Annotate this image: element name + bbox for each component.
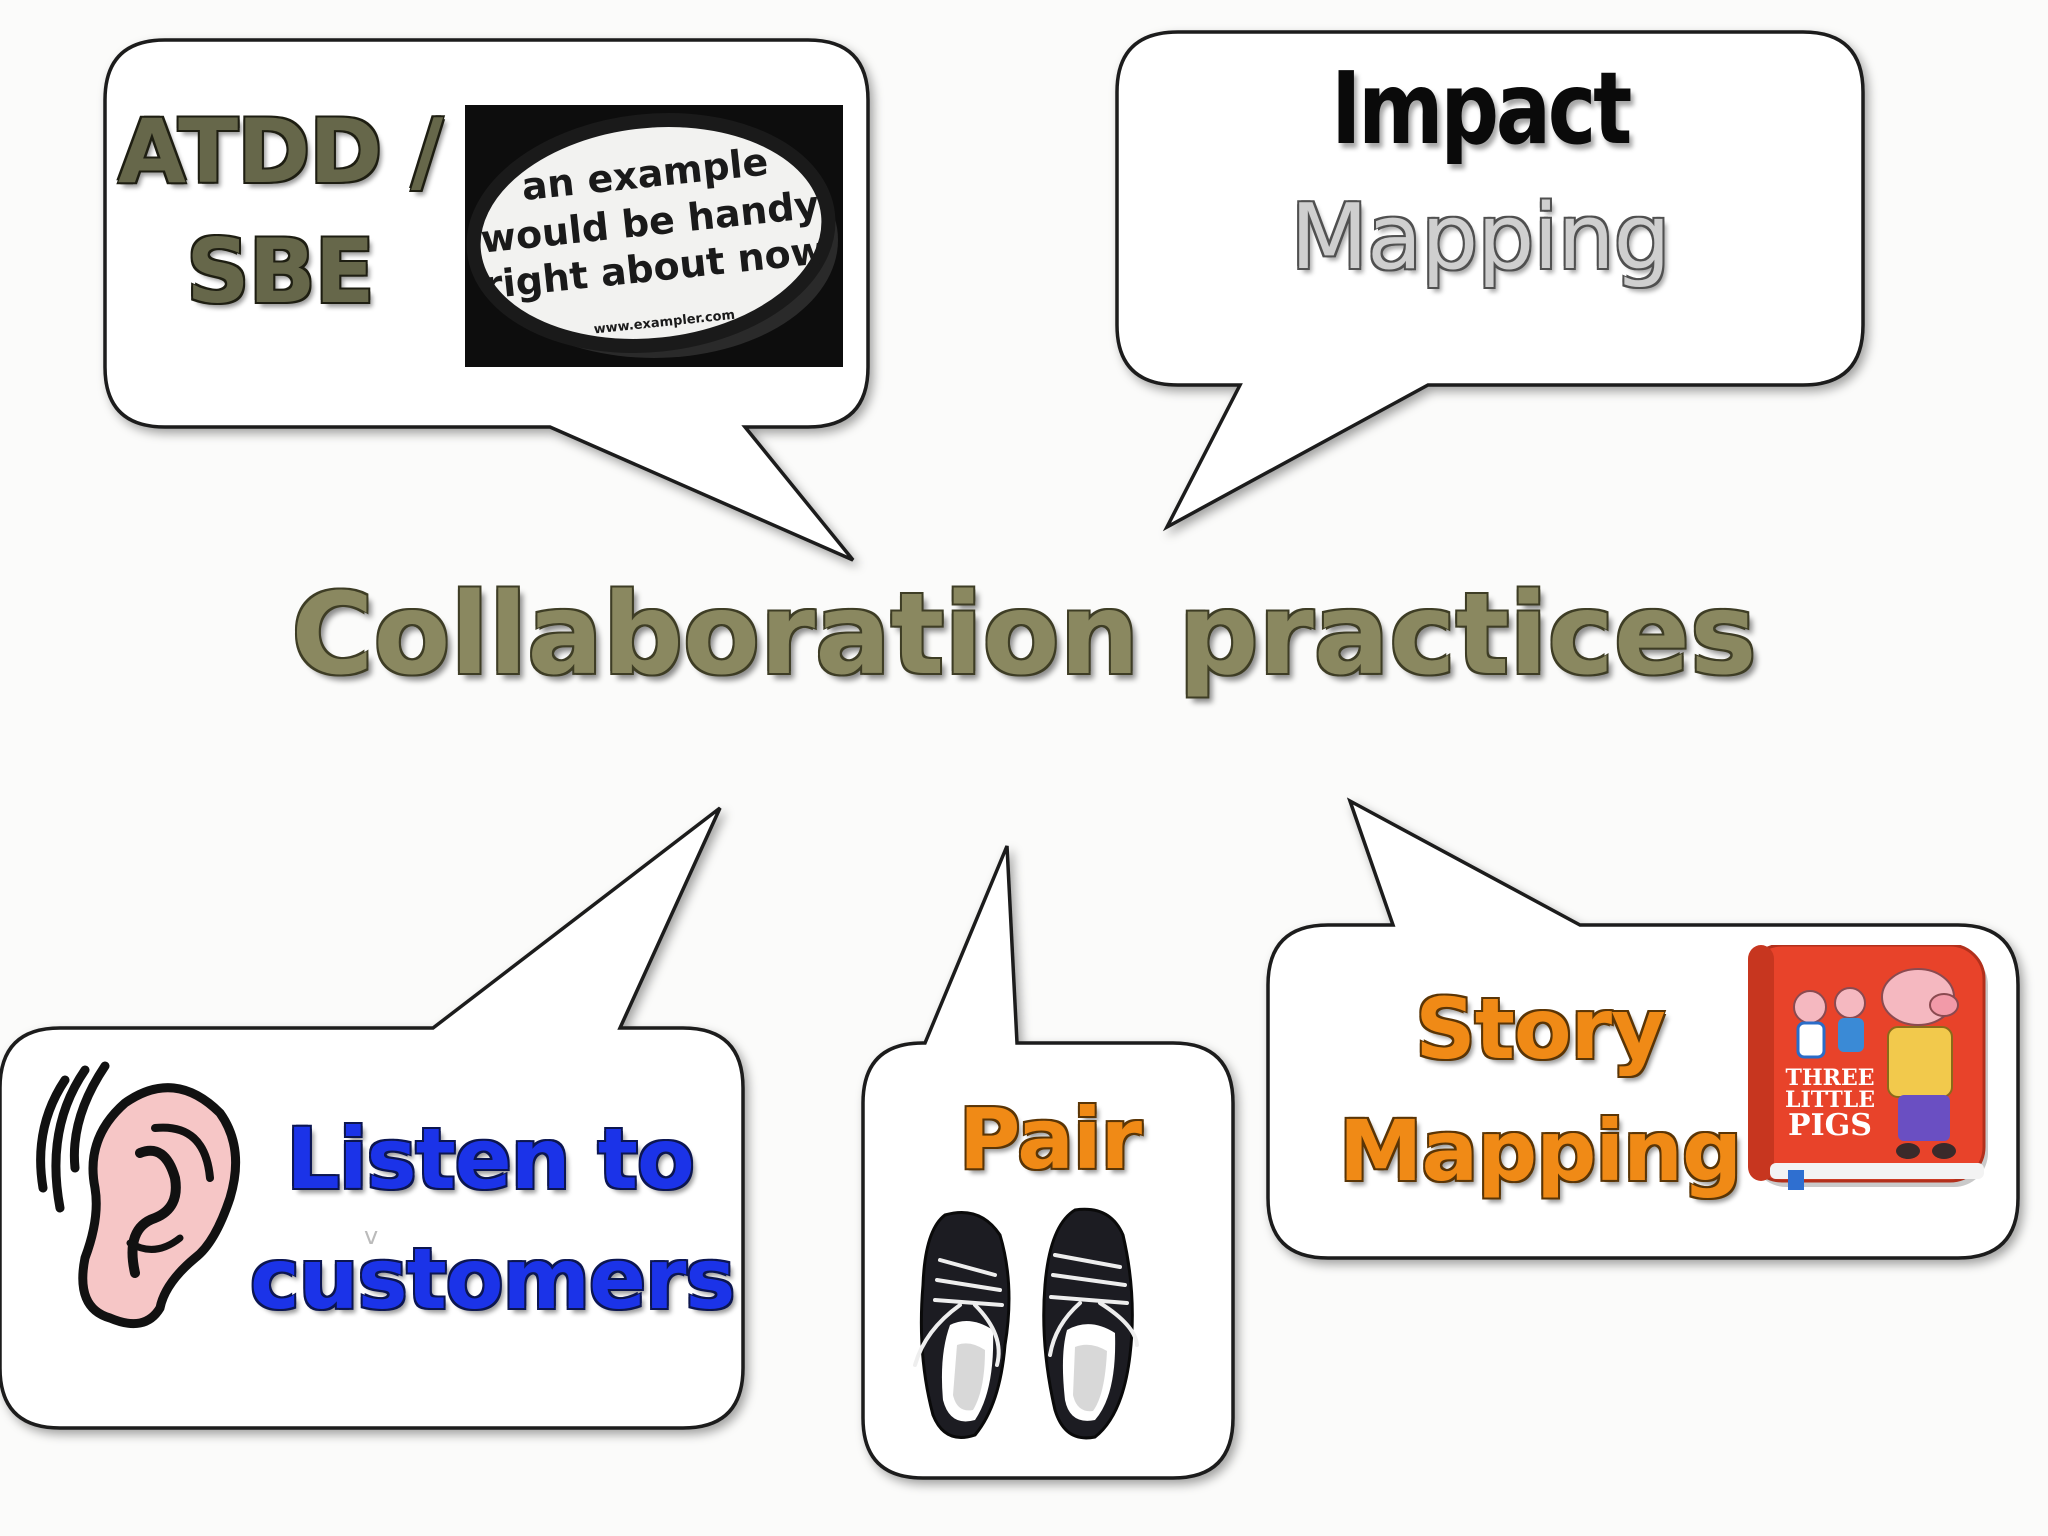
ear-icon: [36, 1061, 241, 1329]
oval-sticker-image: an example would be handy right about no…: [465, 105, 843, 367]
sbe-label: SBE: [186, 220, 375, 323]
bubble-impact: [1115, 30, 1865, 532]
pair-label: Pair: [958, 1090, 1142, 1188]
sneakers-icon: [913, 1207, 1139, 1440]
page-title: Collaboration practices: [291, 570, 1757, 700]
customers-label: customers: [250, 1230, 735, 1328]
atdd-label: ATDD /: [117, 100, 443, 203]
story-mapping-label: Mapping: [1338, 1102, 1742, 1200]
book-title-2: LITTLE: [1785, 1087, 1875, 1113]
bubble-listen: [0, 806, 745, 1430]
listen-label: Listen to: [286, 1110, 694, 1208]
storybook-icon: THREE LITTLE PIGS: [1748, 945, 1988, 1190]
impact-label: Impact: [1330, 50, 1632, 167]
book-title-1: THREE: [1786, 1065, 1875, 1091]
stray-mark: v: [364, 1222, 379, 1250]
story-label: Story: [1415, 980, 1666, 1078]
book-title-3: PIGS: [1788, 1108, 1872, 1143]
impact-mapping-label: Mapping: [1290, 185, 1670, 290]
